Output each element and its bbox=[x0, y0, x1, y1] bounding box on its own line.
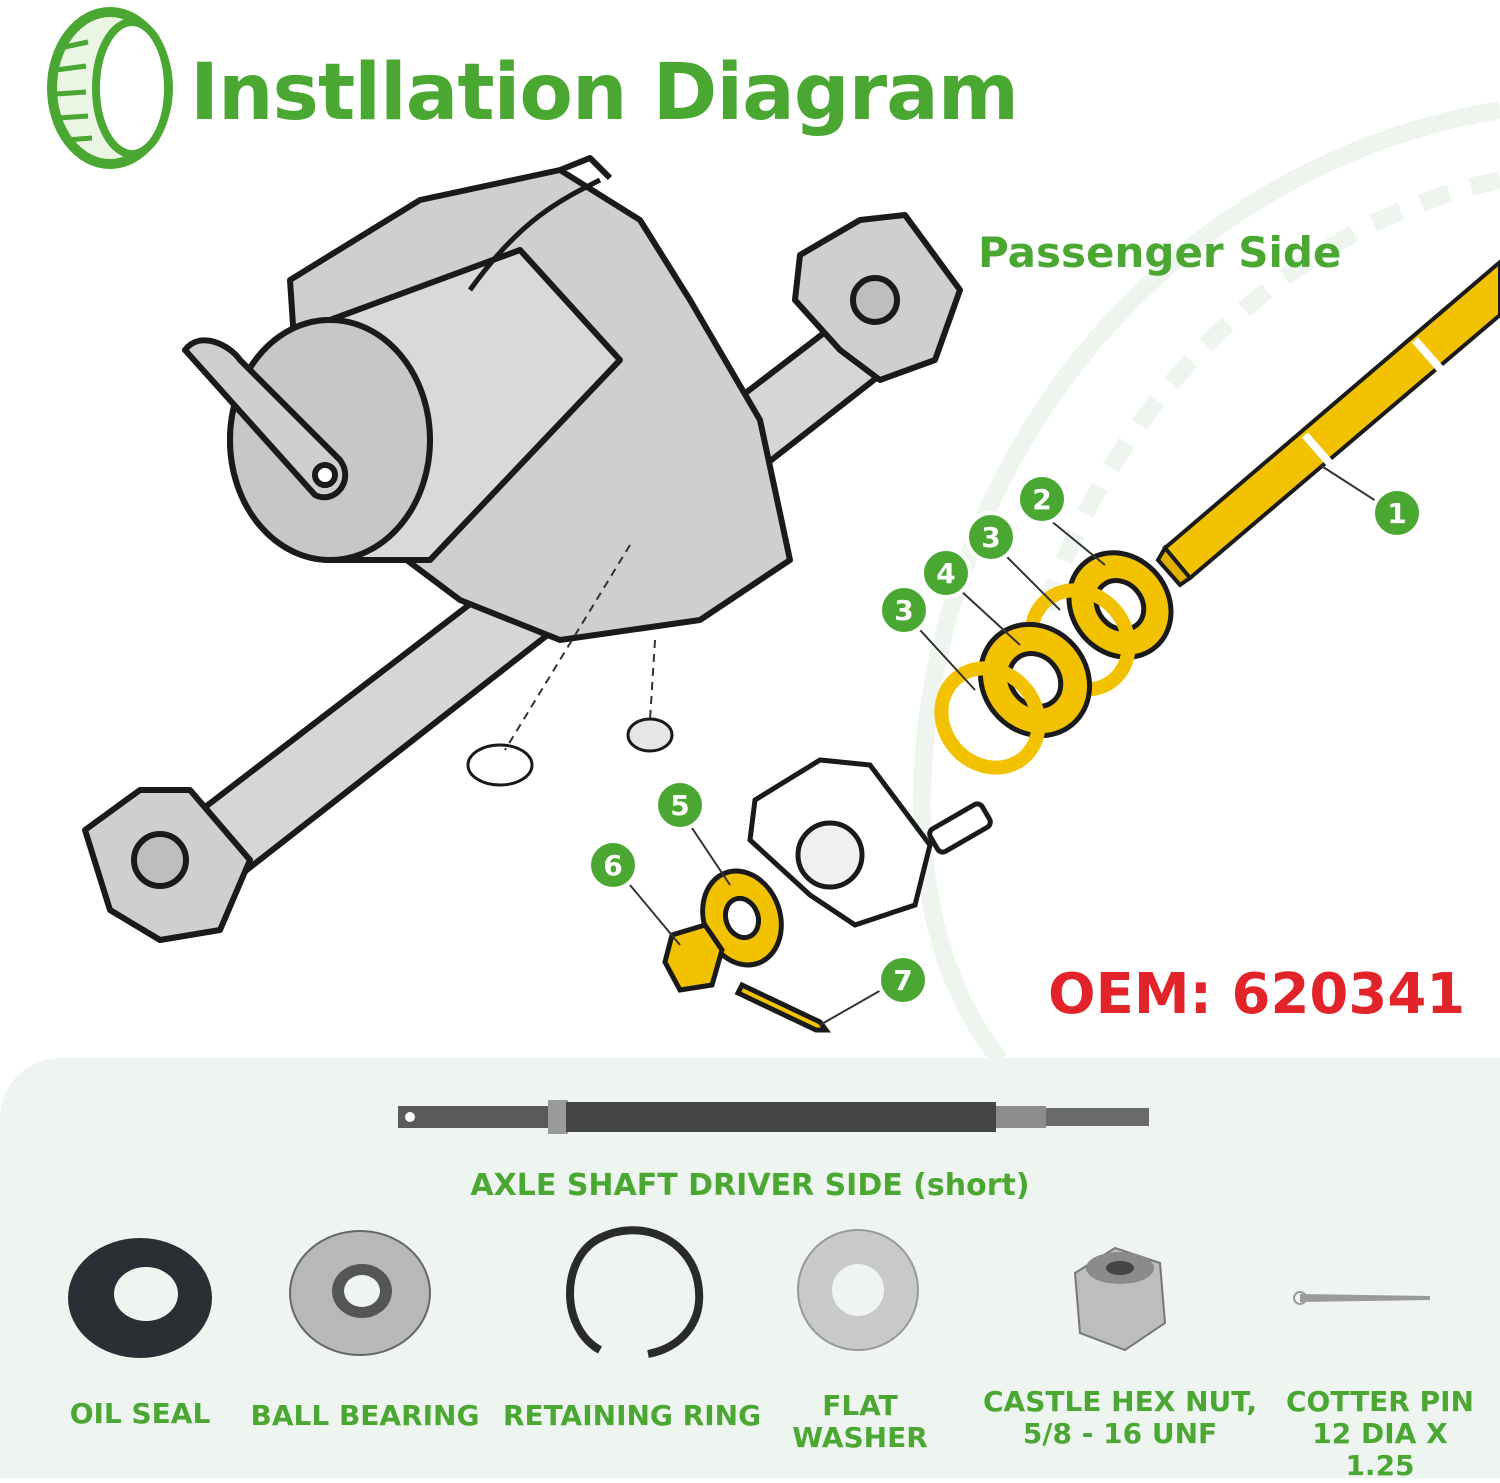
part-label-ball-bearing: BALL BEARING bbox=[250, 1399, 480, 1432]
flat-washer-icon bbox=[797, 1229, 919, 1351]
callout-4: 4 bbox=[920, 547, 972, 599]
rear-axle-assembly bbox=[82, 155, 963, 943]
cotter-pin-icon bbox=[1293, 1291, 1430, 1305]
installation-diagram: 1 2 3 4 3 5 6 7 bbox=[47, 7, 1500, 1060]
svg-text:6: 6 bbox=[603, 849, 622, 882]
callout-5: 5 bbox=[654, 779, 706, 831]
part-label-cotter-pin: COTTER PIN 12 DIA X 1.25 bbox=[1275, 1385, 1485, 1483]
callout-1: 1 bbox=[1371, 487, 1423, 539]
retaining-ring-icon bbox=[566, 1226, 704, 1358]
castle-hex-nut-icon bbox=[1073, 1246, 1167, 1352]
part-label-line1: FLAT bbox=[822, 1389, 898, 1422]
part-label-line1: RETAINING RING bbox=[502, 1399, 762, 1432]
part-label-flat-washer: FLAT WASHER bbox=[780, 1389, 940, 1455]
callout-6: 6 bbox=[587, 839, 639, 891]
part-label-retaining-ring: RETAINING RING bbox=[498, 1399, 766, 1432]
tire-logo-icon bbox=[47, 7, 173, 169]
svg-text:4: 4 bbox=[936, 557, 955, 590]
axle-shaft-part-1 bbox=[1155, 259, 1500, 588]
callout-7: 7 bbox=[877, 954, 929, 1006]
part-label-line1: CASTLE HEX NUT, bbox=[982, 1385, 1257, 1418]
part-label-line1: OIL SEAL bbox=[69, 1397, 211, 1430]
callout-3b: 3 bbox=[878, 584, 930, 636]
bearing-stack bbox=[934, 550, 1174, 775]
part-label-castle-hex-nut: CASTLE HEX NUT, 5/8 - 16 UNF bbox=[970, 1385, 1270, 1451]
oem-number: OEM: 620341 bbox=[1048, 962, 1466, 1027]
part-label-line2: 5/8 - 16 UNF bbox=[1022, 1417, 1218, 1451]
ball-bearing-icon bbox=[289, 1230, 431, 1356]
washer-nut-pin bbox=[662, 868, 831, 1033]
part-label-line1: BALL BEARING bbox=[250, 1399, 480, 1432]
page-title: Instllation Diagram bbox=[190, 48, 1019, 138]
part-label-line2: 12 DIA X 1.25 bbox=[1312, 1417, 1448, 1483]
part-label-oil-seal: OIL SEAL bbox=[50, 1397, 230, 1430]
part-label-line1: COTTER PIN bbox=[1285, 1385, 1474, 1418]
axle-shaft-caption: AXLE SHAFT DRIVER SIDE (short) bbox=[470, 1168, 1030, 1203]
svg-text:3: 3 bbox=[981, 521, 1000, 554]
part-label-line2: WASHER bbox=[792, 1421, 928, 1455]
oil-seal-icon bbox=[68, 1238, 212, 1358]
callout-3a: 3 bbox=[965, 511, 1017, 563]
wheel-hub bbox=[747, 757, 993, 928]
svg-text:7: 7 bbox=[893, 964, 912, 997]
svg-text:2: 2 bbox=[1032, 483, 1051, 516]
driver-side-shaft-icon bbox=[398, 1100, 1149, 1134]
svg-text:1: 1 bbox=[1387, 497, 1406, 530]
passenger-side-label: Passenger Side bbox=[978, 228, 1342, 277]
svg-text:5: 5 bbox=[670, 789, 689, 822]
callout-2: 2 bbox=[1016, 473, 1068, 525]
svg-text:3: 3 bbox=[894, 594, 913, 627]
parts-illustrations bbox=[68, 1100, 1430, 1358]
